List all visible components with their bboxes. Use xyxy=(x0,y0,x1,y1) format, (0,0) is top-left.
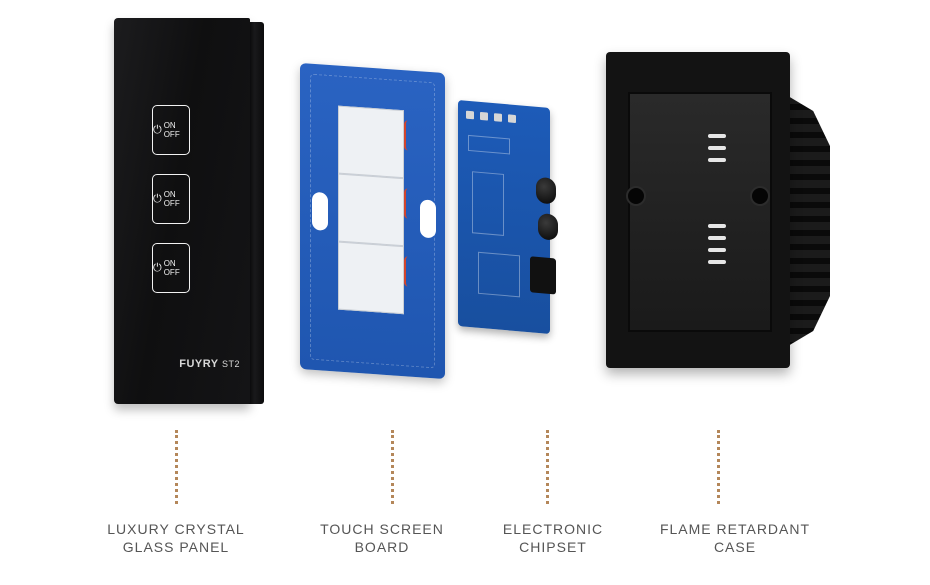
caption-line: CASE xyxy=(713,539,757,555)
screw-hole xyxy=(750,186,770,206)
circuit-trace xyxy=(468,134,510,155)
caption-line: CHIPSET xyxy=(519,539,587,555)
caption-line: TOUCH SCREEN xyxy=(320,521,444,537)
brand-logo: FUYRY ST2 xyxy=(179,358,240,370)
caption-line: FLAME RETARDANT xyxy=(659,521,811,537)
touch-pad xyxy=(338,105,404,179)
pin-header xyxy=(508,114,516,124)
capacitor xyxy=(538,212,558,241)
power-icon: ⏻ xyxy=(153,261,162,274)
electronic-chipset xyxy=(458,99,558,335)
touch-screen-board xyxy=(300,62,445,380)
touch-pad xyxy=(338,173,404,247)
pin-header xyxy=(494,113,502,122)
capacitor xyxy=(536,176,556,205)
caption-touch-board: TOUCH SCREEN BOARD xyxy=(292,520,472,556)
vent-slot xyxy=(708,134,726,138)
power-icon: ⏻ xyxy=(153,123,162,136)
caption-line: ELECTRONIC xyxy=(502,521,604,537)
spring-wire xyxy=(404,256,414,287)
caption-glass-panel: LUXURY CRYSTAL GLASS PANEL xyxy=(86,520,266,556)
power-icon: ⏻ xyxy=(153,192,162,205)
touch-key-label: ON OFF xyxy=(163,121,180,139)
caption-case: FLAME RETARDANT CASE xyxy=(645,520,825,556)
vent-slot xyxy=(708,260,726,264)
circuit-trace xyxy=(472,171,504,236)
spring-wire xyxy=(404,188,414,219)
mounting-slot xyxy=(312,191,328,231)
leader-line xyxy=(546,430,549,504)
mounting-slot xyxy=(420,199,436,239)
relay xyxy=(530,256,556,295)
screw-hole xyxy=(626,186,646,206)
caption-line: GLASS PANEL xyxy=(122,539,230,555)
vent-slot xyxy=(708,236,726,240)
brand-name: FUYRY xyxy=(179,358,219,370)
flame-retardant-case xyxy=(606,52,790,368)
caption-chipset: ELECTRONIC CHIPSET xyxy=(463,520,643,556)
glass-panel-edge xyxy=(248,22,264,404)
leader-line xyxy=(175,430,178,504)
glass-panel: ⏻ ON OFF ⏻ ON OFF ⏻ ON OFF FUYRY ST2 xyxy=(114,18,250,404)
vent-slot xyxy=(708,146,726,150)
case-side-fins xyxy=(788,96,830,346)
circuit-trace xyxy=(478,251,520,298)
pin-header xyxy=(466,110,474,120)
touch-key-2: ⏻ ON OFF xyxy=(152,174,190,224)
touch-pad xyxy=(338,241,404,315)
touch-key-label: ON OFF xyxy=(163,190,180,208)
case-cavity xyxy=(628,92,772,332)
vent-slot xyxy=(708,224,726,228)
pin-header xyxy=(480,111,488,121)
touch-key-3: ⏻ ON OFF xyxy=(152,243,190,293)
caption-line: BOARD xyxy=(354,539,410,555)
vent-slot xyxy=(708,248,726,252)
leader-line xyxy=(717,430,720,504)
spring-wire xyxy=(404,120,414,151)
leader-line xyxy=(391,430,394,504)
brand-model: ST2 xyxy=(221,359,240,369)
touch-key-1: ⏻ ON OFF xyxy=(152,105,190,155)
vent-slot xyxy=(708,158,726,162)
touch-key-label: ON OFF xyxy=(163,259,180,277)
caption-line: LUXURY CRYSTAL xyxy=(107,521,245,537)
